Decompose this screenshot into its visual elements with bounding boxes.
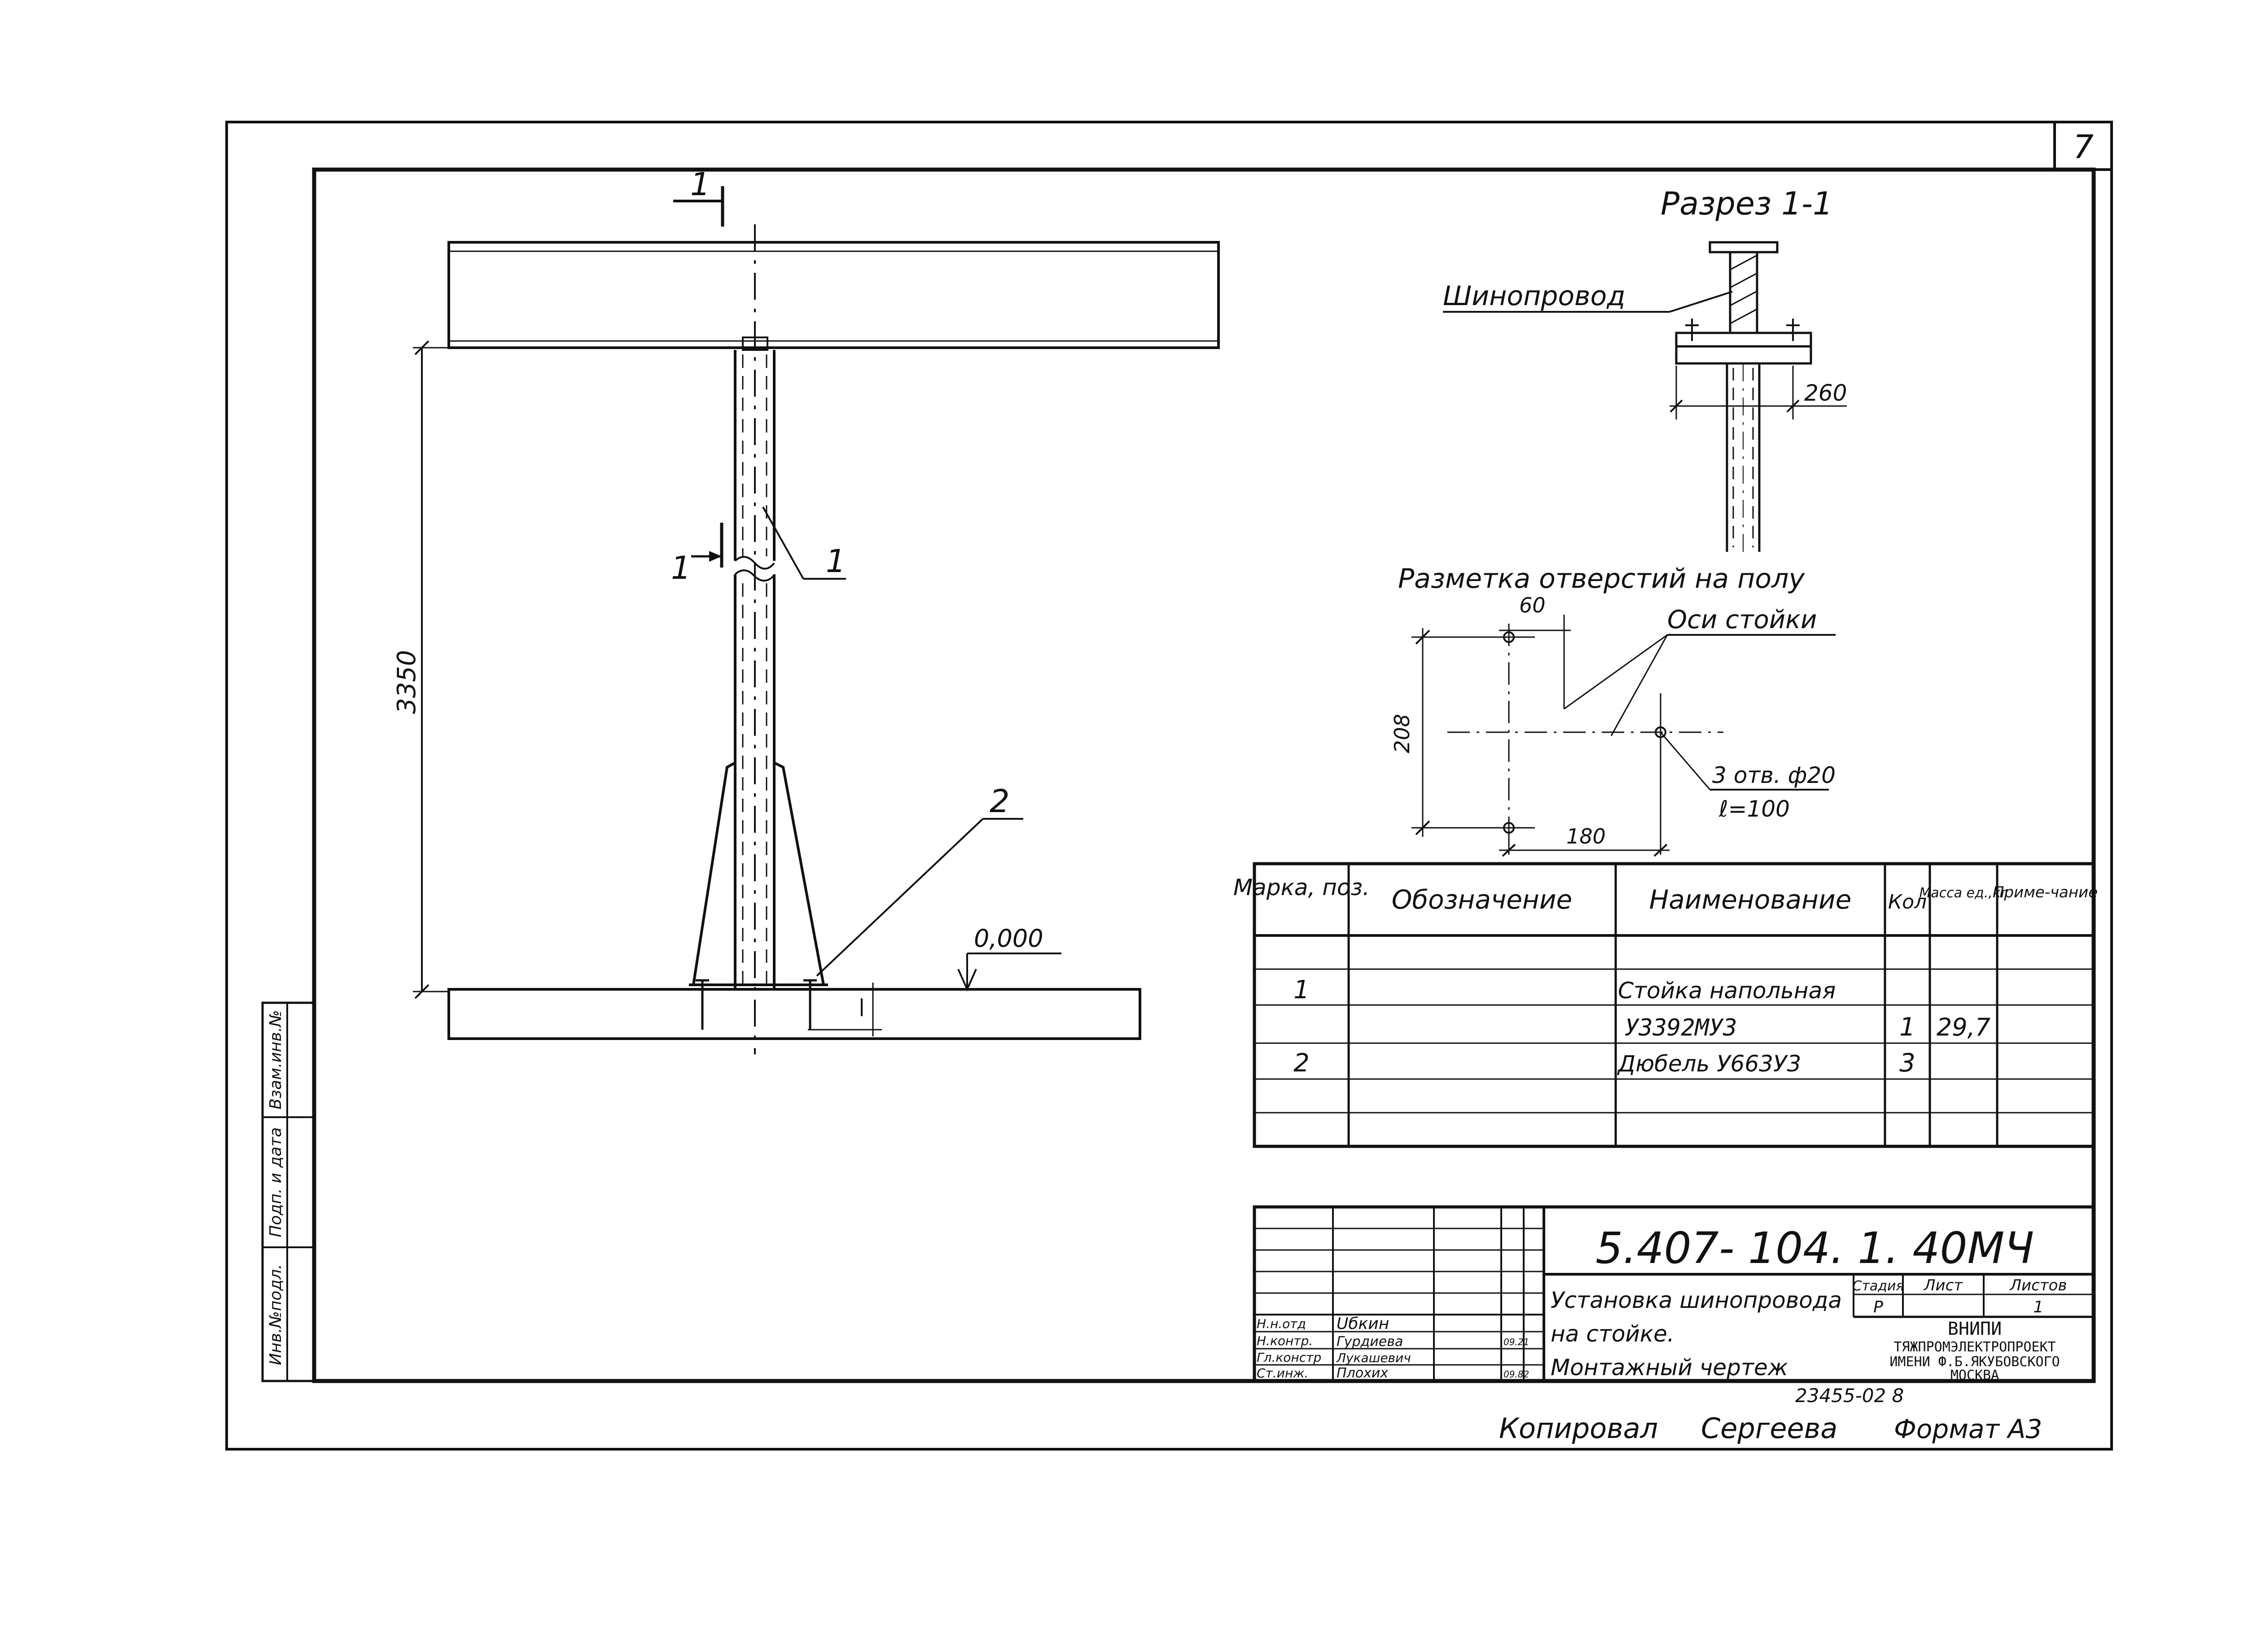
cell-name: У3392МУ3 xyxy=(1625,1014,1737,1041)
header-qty: Кол xyxy=(1888,891,1927,913)
dimension-260: 260 xyxy=(1804,380,1847,406)
hole-marker xyxy=(1655,726,1666,738)
org-line-3: ИМЕНИ Ф.Б.ЯКУБОВСКОГО xyxy=(1889,1354,2060,1370)
elevation-view: 1 1 1 2 3350 0,000 xyxy=(392,166,1220,1054)
header-mark: Марка, поз. xyxy=(1233,874,1370,900)
sign-role: Н.н.отд xyxy=(1257,1316,1306,1331)
base-gusset xyxy=(689,761,828,1030)
header-mass: Масса ед.,кг xyxy=(1919,885,2008,901)
sign-name: Гурдиева xyxy=(1337,1334,1403,1350)
floor-slab xyxy=(447,988,1141,1040)
sign-date: 09.21 xyxy=(1503,1337,1529,1347)
sign-role: Ст.инж. xyxy=(1257,1366,1308,1381)
stamp-replacement-inv: Взам.инв.№ xyxy=(267,1010,285,1110)
side-stamp: Инв.№подл. Подп. и дата Взам.инв.№ xyxy=(261,1001,316,1382)
cell-qty: 1 xyxy=(1899,1013,1915,1042)
sheets-header: Листов xyxy=(2009,1276,2067,1294)
callout-item-1: 1 xyxy=(826,543,846,580)
sign-role: Н.контр. xyxy=(1257,1333,1313,1348)
dimension-height: 3350 xyxy=(392,340,449,999)
outer-frame xyxy=(225,121,2113,1451)
cell-pos: 2 xyxy=(1293,1049,1310,1078)
dimension-180: 180 xyxy=(1566,824,1606,848)
busbar-label: Шинопровод xyxy=(1443,280,1626,312)
axes-label: Оси стойки xyxy=(1667,605,1817,634)
callout-item-2: 2 xyxy=(990,783,1010,820)
copied-label: Копировал xyxy=(1499,1412,1658,1445)
cell-pos: 1 xyxy=(1293,975,1310,1005)
hole-layout-view: Разметка отверстий на полу 60 208 180 Ос… xyxy=(1390,563,1836,857)
holes-depth: ℓ=100 xyxy=(1718,796,1790,822)
hole-marker xyxy=(1503,631,1515,643)
inner-frame xyxy=(312,167,2096,1383)
stamp-inv-number: Инв.№подл. xyxy=(267,1264,285,1365)
document-code: 5.407- 104. 1. 40МЧ xyxy=(1595,1223,2034,1273)
sheets-value: 1 xyxy=(2034,1298,2044,1316)
sign-name: Uбкин xyxy=(1337,1315,1389,1333)
sheet-number: 7 xyxy=(2073,128,2094,166)
cell-name: Дюбель У663У3 xyxy=(1617,1051,1801,1077)
header-name: Наименование xyxy=(1649,884,1852,915)
cell-mass: 29,7 xyxy=(1937,1013,1990,1041)
stage-value: Р xyxy=(1873,1298,1883,1316)
title-line-1: Установка шинопровода xyxy=(1551,1287,1842,1313)
header-note: Приме-чание xyxy=(1993,883,2098,901)
cell-qty: 3 xyxy=(1899,1049,1915,1078)
sheet-header: Лист xyxy=(1923,1276,1963,1294)
dimension-3350: 3350 xyxy=(392,650,421,714)
section-mark-top-label: 1 xyxy=(690,166,710,203)
hole-marker xyxy=(1503,822,1515,834)
stage-header: Стадия xyxy=(1852,1278,1904,1294)
title-line-2: на стойке. xyxy=(1551,1321,1674,1347)
dimension-60: 60 xyxy=(1519,593,1546,617)
level-value: 0,000 xyxy=(974,924,1043,953)
level-mark: 0,000 xyxy=(957,924,1061,992)
stamp-signature-date: Подп. и дата xyxy=(267,1127,285,1237)
section-view: Разрез 1-1 260 Шинопровод xyxy=(1443,185,1847,556)
org-line-2: ТЯЖПРОМЭЛЕКТРОПРОЕКТ xyxy=(1893,1339,2056,1355)
section-title: Разрез 1-1 xyxy=(1661,185,1833,222)
holes-label: 3 отв. ф20 xyxy=(1712,762,1836,788)
section-mark-left-label: 1 xyxy=(671,550,691,586)
hole-layout-title: Разметка отверстий на полу xyxy=(1398,563,1805,594)
header-designation: Обозначение xyxy=(1392,884,1572,915)
dimension-208: 208 xyxy=(1390,714,1414,753)
sign-role: Гл.констр xyxy=(1257,1350,1321,1365)
busbar-beam xyxy=(447,241,1220,349)
archive-number: 23455-02 8 xyxy=(1795,1385,1904,1407)
copied-name: Сергеева xyxy=(1701,1412,1837,1445)
cell-name: Стойка напольная xyxy=(1618,978,1836,1004)
spec-table: Марка, поз. Обозначение Наименование Кол… xyxy=(1233,862,2098,1148)
sign-date: 09.82 xyxy=(1503,1369,1529,1380)
title-block: Н.н.отд Uбкин Н.контр. Гурдиева 09.21 Гл… xyxy=(1253,1205,2095,1383)
title-line-3: Монтажный чертеж xyxy=(1551,1355,1788,1381)
sign-name: Лукашевич xyxy=(1336,1350,1411,1365)
org-line-1: ВНИПИ xyxy=(1948,1319,2002,1339)
sheet-number-box xyxy=(2053,121,2113,171)
org-line-4: МОСКВА xyxy=(1950,1368,1999,1383)
format-label: Формат А3 xyxy=(1894,1414,2042,1444)
sign-name: Плохих xyxy=(1337,1365,1388,1381)
